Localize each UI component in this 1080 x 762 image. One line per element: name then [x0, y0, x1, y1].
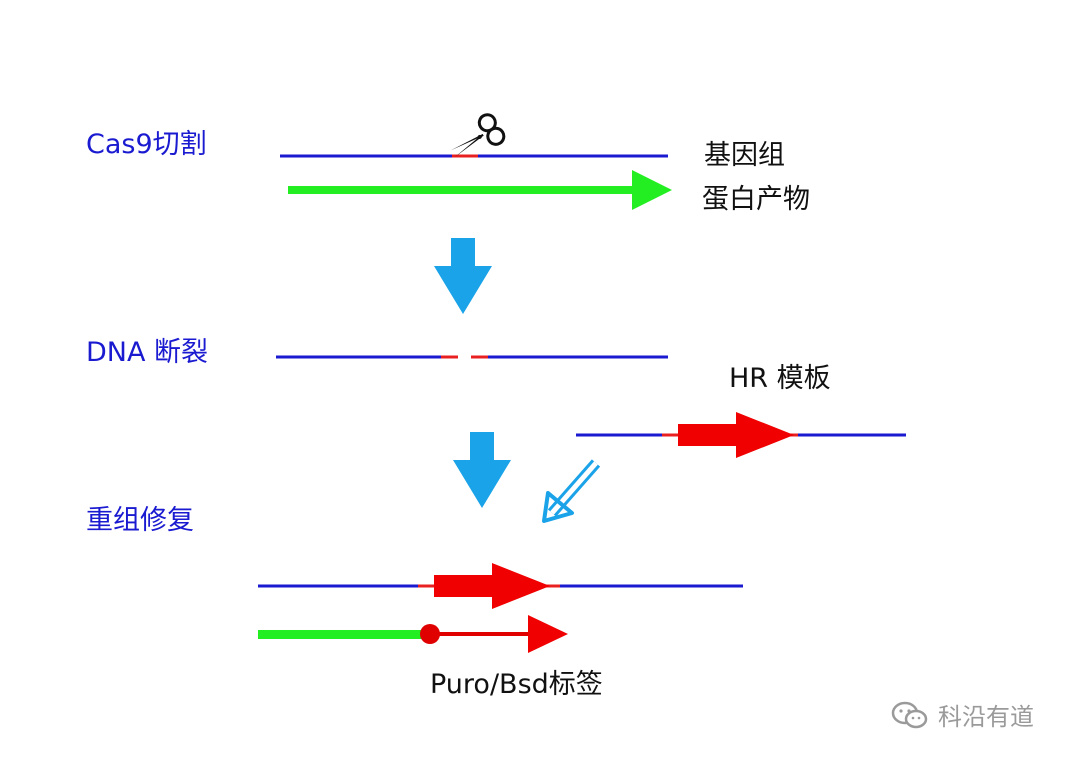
step-label-recombination-repair: 重组修复 [86, 505, 194, 536]
watermark: 科沿有道 [890, 697, 1034, 732]
repaired-genome-strand [258, 563, 743, 609]
scissors-icon [450, 113, 506, 158]
hr-template-strand [576, 412, 906, 458]
protein-product-arrow [288, 170, 672, 210]
watermark-text: 科沿有道 [938, 703, 1034, 731]
tag-label: Puro/Bsd标签 [430, 669, 603, 700]
down-arrow-icon [453, 432, 511, 508]
wechat-icon [891, 701, 928, 728]
diagonal-arrow-icon [542, 459, 601, 523]
step-label-dna-break: DNA 断裂 [86, 337, 209, 368]
genome-label: 基因组 [704, 140, 785, 171]
tagged-protein-arrow [258, 615, 568, 653]
hr-template-label: HR 模板 [729, 363, 831, 394]
step-label-cas9-cut: Cas9切割 [86, 129, 207, 160]
protein-product-label: 蛋白产物 [702, 184, 810, 215]
down-arrow-icon [434, 238, 492, 314]
